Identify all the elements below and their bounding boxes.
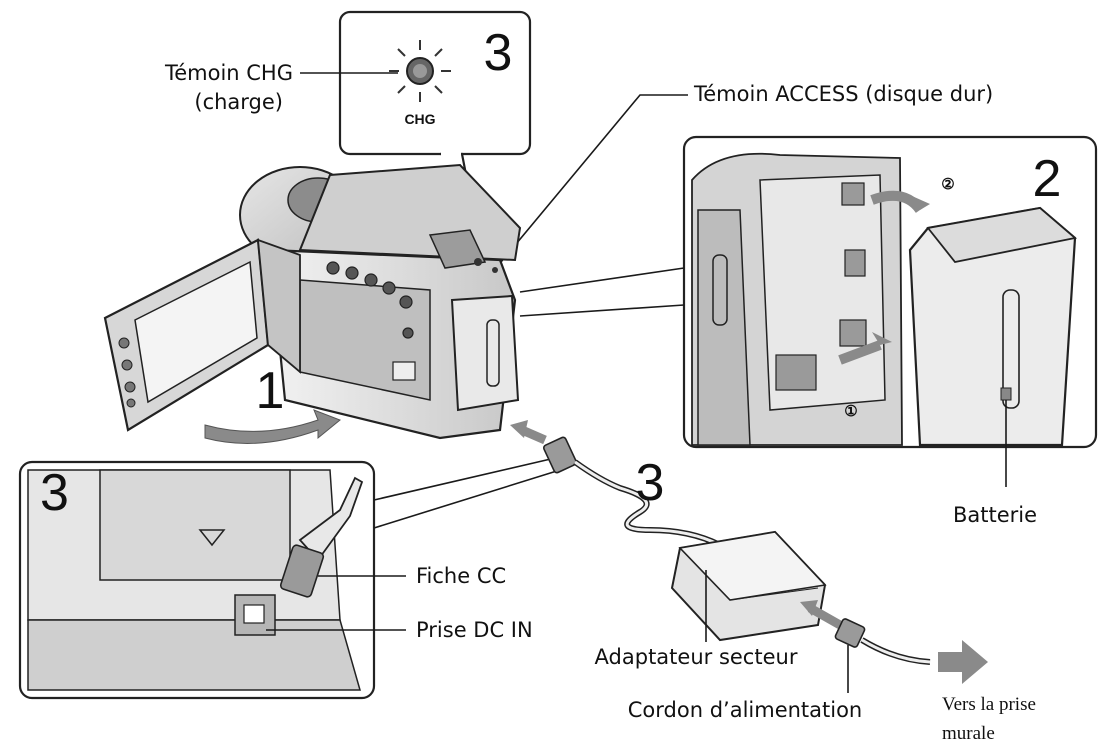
step-number-charge-lamp: 3	[484, 24, 513, 82]
step-number-insert-battery: 2	[1033, 150, 1062, 208]
dc-plug-label: Fiche CC	[416, 564, 506, 588]
step-number-open-lcd: 1	[256, 362, 285, 420]
access-leader-line	[495, 94, 688, 269]
ac-adaptor-icon	[670, 530, 827, 642]
sub-step-1-marker: ①	[844, 403, 857, 420]
step-number-connect-jack: 3	[40, 464, 69, 522]
battery-callout: 2 ② ①	[519, 135, 1098, 449]
dc-plug-icon	[279, 476, 364, 598]
battery-pack-icon	[908, 206, 1077, 447]
power-cord-label: Cordon d’alimentation	[628, 698, 863, 722]
ac-adaptor-label: Adaptateur secteur	[595, 645, 798, 669]
dc-cable	[510, 420, 722, 548]
to-wall-outlet-arrow	[938, 640, 988, 684]
to-wall-outlet-label-2: murale	[942, 723, 995, 744]
power-cord	[800, 600, 931, 665]
chg-indicator-sublabel: (charge)	[194, 90, 283, 114]
chg-indicator-label: Témoin CHG	[164, 61, 293, 85]
step-number-connect-adaptor: 3	[636, 454, 665, 512]
open-lcd-arrow	[204, 409, 341, 444]
to-wall-outlet-label: Vers la prise	[942, 694, 1036, 715]
dc-in-callout: 3	[18, 457, 561, 700]
camcorder	[103, 163, 522, 440]
chg-lamp-icon	[389, 40, 451, 102]
sub-step-2-marker: ②	[941, 176, 954, 193]
battery-label: Batterie	[953, 503, 1037, 527]
dc-in-jack-label: Prise DC IN	[416, 618, 533, 642]
chg-lamp-label: CHG	[404, 111, 435, 127]
access-indicator-label: Témoin ACCESS (disque dur)	[693, 82, 993, 106]
